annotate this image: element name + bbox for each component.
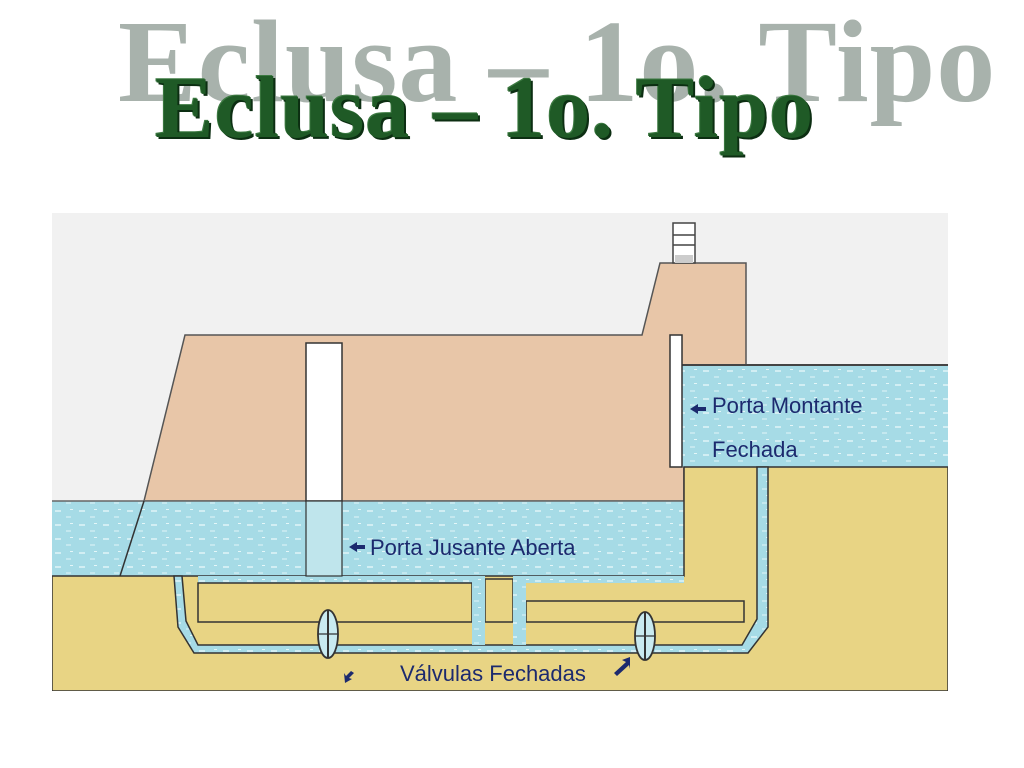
culvert <box>173 466 769 654</box>
upstream-gate-label: Porta Montante <box>712 393 862 418</box>
arrow-left-icon <box>349 542 365 552</box>
chamber-water <box>52 501 684 576</box>
lock-diagram: Porta Montante Fechada Porta Jusante Abe… <box>52 213 948 691</box>
title-shadow: Eclusa – 1o. Tipo <box>118 0 997 127</box>
valves-label: Válvulas Fechadas <box>400 661 586 686</box>
valve-icon <box>317 609 339 659</box>
page-title: Eclusa – 1o. Tipo <box>155 60 815 157</box>
arrow-left-icon <box>690 404 706 414</box>
downstream-gate-slot <box>305 342 343 502</box>
upstream-gate-state: Fechada <box>712 437 798 462</box>
valve-pointer-arrow <box>344 671 354 683</box>
upstream-gate <box>669 334 683 468</box>
valve-icon <box>634 611 656 661</box>
downstream-gate-label: Porta Jusante Aberta <box>370 535 576 560</box>
control-house <box>672 222 696 264</box>
valve-pointer-arrow <box>614 657 630 676</box>
downstream-gate-water <box>305 500 343 577</box>
upstream-water <box>682 365 948 467</box>
